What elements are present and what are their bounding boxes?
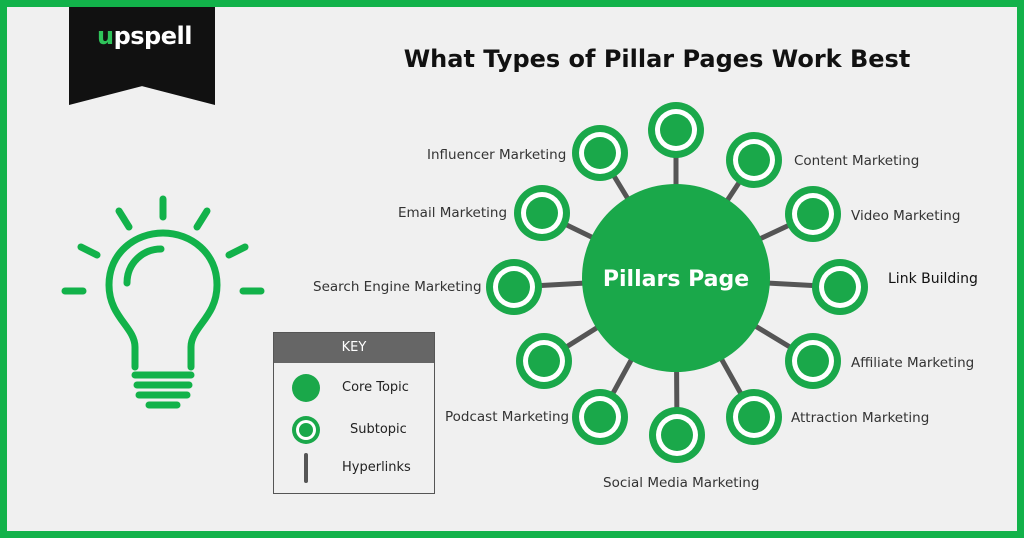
lightbulb-icon [61,195,265,409]
key-item-subtopic: Subtopic [274,415,434,445]
subtopic-node-link-building [812,259,868,315]
subtopic-node-affiliate [785,333,841,389]
core-topic-icon [292,374,320,402]
label-video-marketing: Video Marketing [851,208,961,224]
label-attraction-marketing: Attraction Marketing [791,410,930,426]
subtopic-node-podcast [572,389,628,445]
subtopic-node-email [514,185,570,241]
label-podcast-marketing: Podcast Marketing [445,409,570,425]
subtopic-node-attraction [726,389,782,445]
subtopic-node-top [648,102,704,158]
subtopic-node-sem [486,259,542,315]
label-search-engine-marketing: Search Engine Marketing [313,279,482,295]
label-content-marketing: Content Marketing [794,153,920,169]
key-label-subtopic: Subtopic [350,422,407,437]
subtopic-icon [292,416,320,444]
label-influencer-marketing: Influencer Marketing [427,147,567,163]
key-item-hyperlinks: Hyperlinks [274,453,434,483]
label-affiliate-marketing: Affiliate Marketing [851,355,975,371]
pillar-diagram: Pillars Page [486,102,868,463]
hyperlink-icon [304,453,308,483]
key-label-core-topic: Core Topic [342,380,409,395]
subtopic-node-content [726,132,782,188]
subtopic-node-video [785,186,841,242]
label-email-marketing: Email Marketing [398,205,508,221]
logo-text: upspell [97,22,192,50]
subtopic-nodes [486,102,868,463]
core-topic-label: Pillars Page [603,267,749,292]
key-item-core-topic: Core Topic [274,373,434,403]
subtopic-node-left-lower [516,333,572,389]
label-social-media-marketing: Social Media Marketing [603,475,760,491]
label-link-building: Link Building [888,271,978,287]
subtopic-node-social [649,407,705,463]
key-title: KEY [274,333,434,363]
key-legend: KEY Core Topic Subtopic Hyperlinks [273,332,435,494]
page-title: What Types of Pillar Pages Work Best [403,45,911,73]
subtopic-node-influencer [572,125,628,181]
key-label-hyperlinks: Hyperlinks [342,460,411,475]
core-topic-node [582,184,770,372]
